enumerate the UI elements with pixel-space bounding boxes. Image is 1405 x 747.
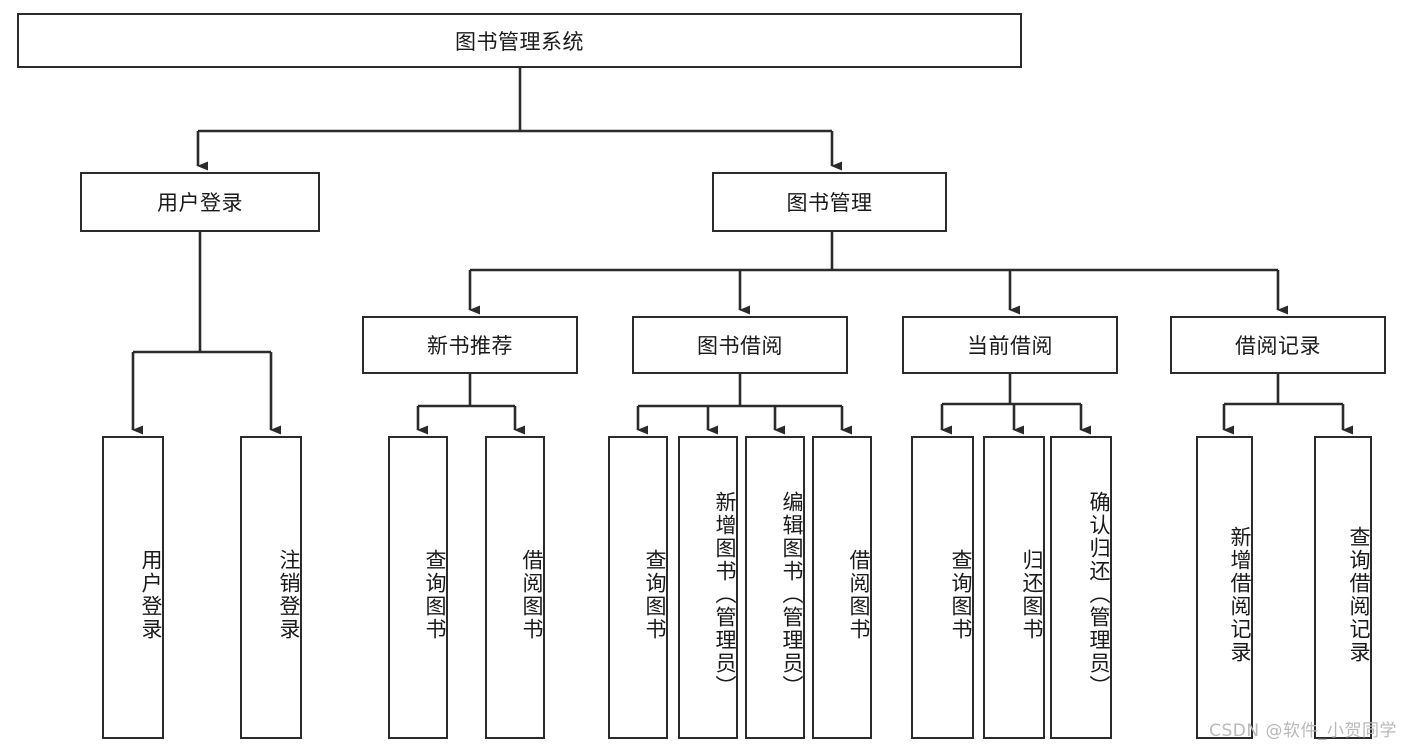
leaf-query-book-current[interactable]: 查询图书 <box>911 436 974 739</box>
leaf-label: 编辑图书（管理员） <box>780 491 804 698</box>
node-current-borrow[interactable]: 当前借阅 <box>902 316 1118 374</box>
leaf-user-login[interactable]: 用户登录 <box>102 436 164 739</box>
leaf-edit-book-admin[interactable]: 编辑图书（管理员） <box>745 436 805 739</box>
leaf-query-borrow-record[interactable]: 查询借阅记录 <box>1314 436 1372 739</box>
leaf-label: 查询借阅记录 <box>1347 525 1371 664</box>
leaf-label: 查询图书 <box>949 548 973 641</box>
node-root[interactable]: 图书管理系统 <box>17 13 1022 68</box>
leaf-borrow-book-newbook[interactable]: 借阅图书 <box>485 436 545 739</box>
leaf-borrow-book[interactable]: 借阅图书 <box>812 436 872 739</box>
leaf-label: 借阅图书 <box>520 548 544 641</box>
node-book-borrow[interactable]: 图书借阅 <box>632 316 848 374</box>
leaf-label: 借阅图书 <box>847 548 871 641</box>
leaf-label: 查询图书 <box>643 548 667 641</box>
leaf-label: 注销登录 <box>277 548 301 641</box>
node-borrow-record[interactable]: 借阅记录 <box>1170 316 1386 374</box>
node-user-login[interactable]: 用户登录 <box>80 172 320 232</box>
leaf-label: 归还图书 <box>1020 548 1044 641</box>
leaf-add-book-admin[interactable]: 新增图书（管理员） <box>678 436 738 739</box>
node-book-management[interactable]: 图书管理 <box>712 172 947 232</box>
node-new-book-recommend[interactable]: 新书推荐 <box>362 316 578 374</box>
leaf-label: 用户登录 <box>139 548 163 641</box>
leaf-return-book[interactable]: 归还图书 <box>983 436 1045 739</box>
csdn-watermark: CSDN @软件_小贺同学 <box>1209 721 1397 741</box>
leaf-label: 查询图书 <box>423 548 447 641</box>
leaf-logout[interactable]: 注销登录 <box>240 436 302 739</box>
leaf-label: 确认归还（管理员） <box>1087 491 1111 698</box>
leaf-query-book-borrow[interactable]: 查询图书 <box>608 436 668 739</box>
leaf-label: 新增借阅记录 <box>1228 525 1252 664</box>
leaf-confirm-return-admin[interactable]: 确认归还（管理员） <box>1050 436 1112 739</box>
leaf-query-book-newbook[interactable]: 查询图书 <box>388 436 448 739</box>
leaf-add-borrow-record[interactable]: 新增借阅记录 <box>1196 436 1253 739</box>
leaf-label: 新增图书（管理员） <box>713 491 737 698</box>
